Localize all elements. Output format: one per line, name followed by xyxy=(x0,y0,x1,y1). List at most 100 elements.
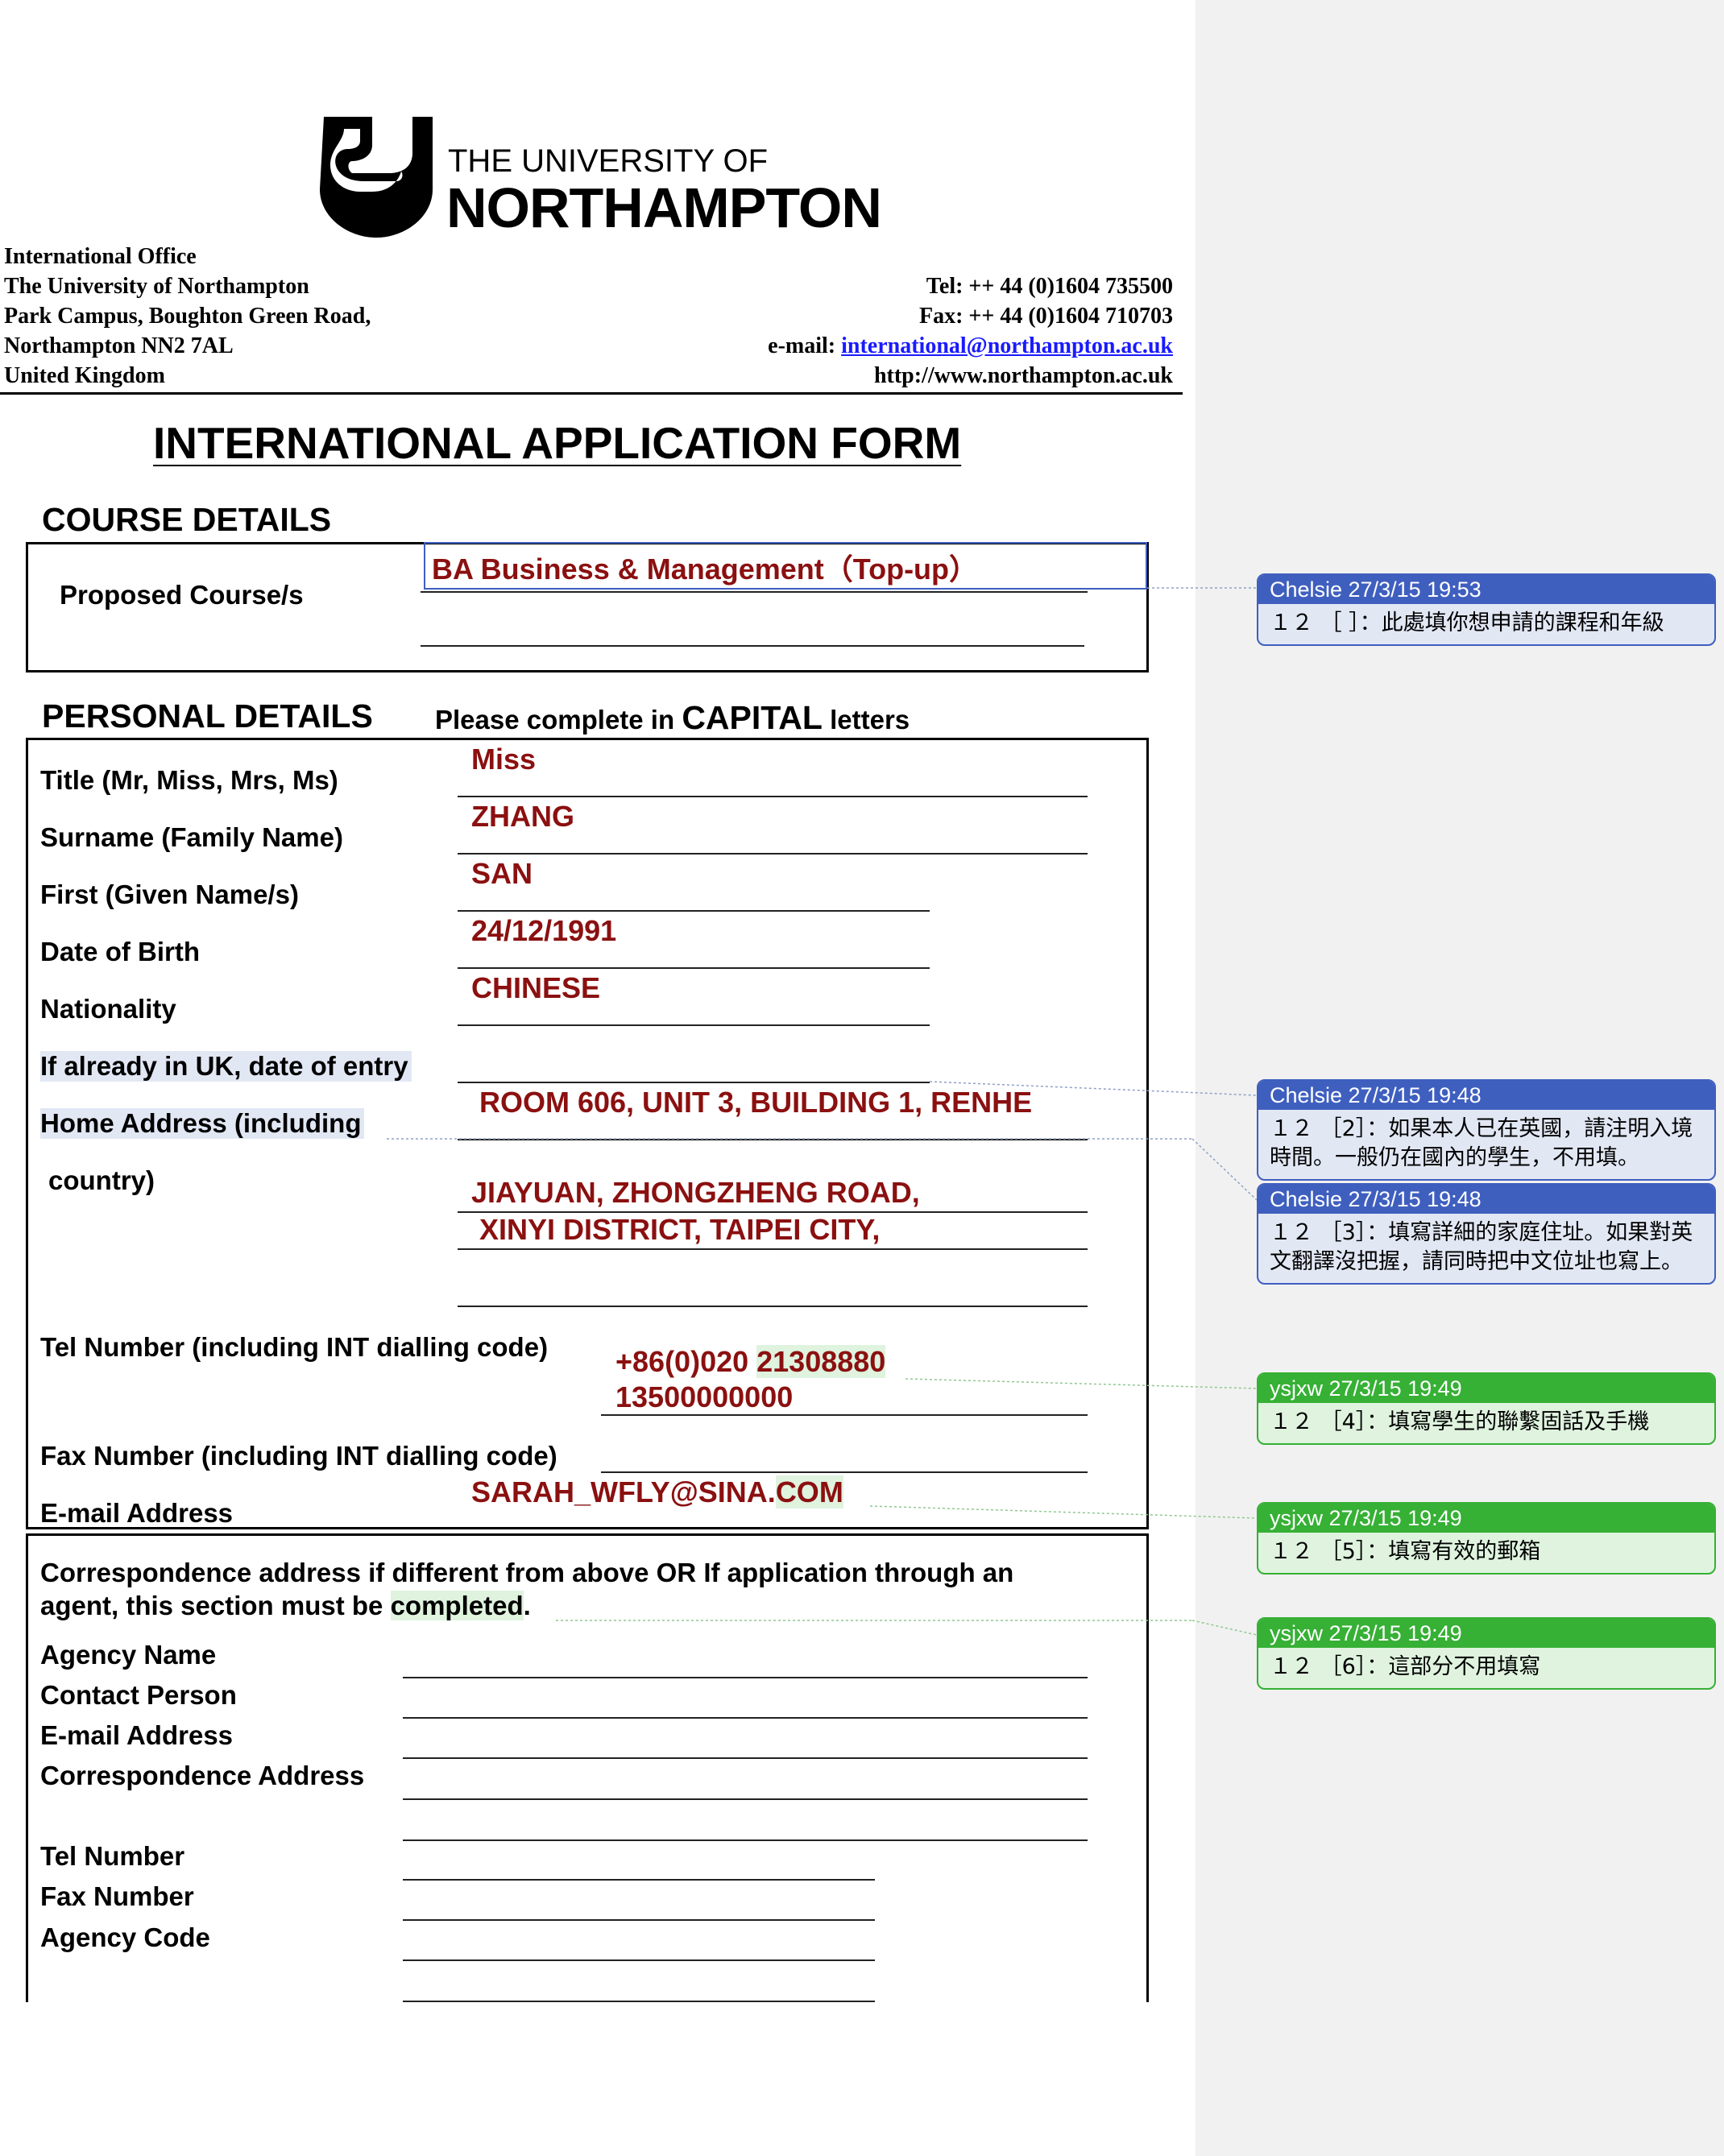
address-line: The University of Northampton xyxy=(4,274,309,299)
comment-text: １２ ［6］：這部分不用填寫 xyxy=(1270,1654,1541,1679)
connector-6b xyxy=(1191,1620,1258,1636)
uk-entry-line[interactable] xyxy=(458,1082,930,1083)
fax-line[interactable] xyxy=(601,1471,1088,1473)
contact-block: Tel: ++ 44 (0)1604 735500 Fax: ++ 44 (0)… xyxy=(768,271,1173,391)
comment-text: １２ ［ ］：此處填你想申請的課程和年級 xyxy=(1270,610,1664,635)
home-address-line-4[interactable] xyxy=(458,1306,1088,1307)
tel-value-2[interactable]: 13500000000 xyxy=(615,1380,794,1413)
correspondence-address-line-2[interactable] xyxy=(403,1839,1088,1841)
correspondence-right-border xyxy=(1146,1535,1149,2002)
first-name-label: First (Given Name/s) xyxy=(40,879,299,909)
agency-code-line[interactable] xyxy=(403,1959,875,1961)
surname-label: Surname (Family Name) xyxy=(40,822,343,852)
tel-text: Tel: ++ 44 (0)1604 735500 xyxy=(926,274,1173,299)
comment-author: Chelsie 27/3/15 19:53 xyxy=(1258,575,1714,604)
first-name-value[interactable]: SAN xyxy=(471,857,533,890)
comment-author: ysjxw 27/3/15 19:49 xyxy=(1258,1504,1714,1533)
email-value-main: SARAH_WFLY@SINA. xyxy=(471,1475,776,1508)
comment-text: １２ ［4］：填寫學生的聯繫固話及手機 xyxy=(1270,1409,1650,1434)
comment-3[interactable]: Chelsie 27/3/15 19:48 １２ ［3］：填寫詳細的家庭住址。如… xyxy=(1257,1183,1716,1285)
agency-tel-label: Tel Number xyxy=(40,1841,185,1871)
personal-box xyxy=(26,738,1149,1529)
correspondence-address-line-1[interactable] xyxy=(403,1798,1088,1800)
dob-value[interactable]: 24/12/1991 xyxy=(471,914,617,947)
email-value-tld: COM xyxy=(775,1475,843,1508)
header-divider xyxy=(0,392,1183,395)
agency-fax-label: Fax Number xyxy=(40,1881,194,1911)
tel-line xyxy=(601,1414,1088,1416)
agency-email-label: E-mail Address xyxy=(40,1720,234,1750)
comment-text: １２ ［2］：如果本人已在英國，請注明入境時間。一般仍在國內的學生，不用填。 xyxy=(1270,1116,1693,1170)
tel-label: Tel Number (including INT dialling code) xyxy=(40,1332,549,1362)
agency-tel-line[interactable] xyxy=(403,1879,875,1881)
uk-entry-label: If already in UK, date of entry xyxy=(40,1051,412,1082)
comment-2[interactable]: Chelsie 27/3/15 19:48 １２ ［2］：如果本人已在英國，請注… xyxy=(1257,1079,1716,1181)
capital-letters-note: Please complete in CAPITAL letters xyxy=(435,699,910,737)
comment-author: Chelsie 27/3/15 19:48 xyxy=(1258,1081,1714,1110)
comment-author: ysjxw 27/3/15 19:49 xyxy=(1258,1374,1714,1403)
email-line: e-mail: international@northampton.ac.uk xyxy=(768,331,1173,361)
tel-value-number: 21308880 xyxy=(756,1345,886,1378)
email-value[interactable]: SARAH_WFLY@SINA.COM xyxy=(471,1475,843,1509)
correspondence-address-label: Correspondence Address xyxy=(40,1761,365,1790)
agency-email-line[interactable] xyxy=(403,1757,1088,1759)
address-block: International Office The University of N… xyxy=(4,242,371,391)
fax-label: Fax Number (including INT dialling code) xyxy=(40,1441,557,1471)
intro-completed: completed xyxy=(390,1591,524,1620)
logo-text-line2: NORTHAMPTON xyxy=(446,176,882,239)
university-logo-icon xyxy=(320,117,433,238)
comment-author: ysjxw 27/3/15 19:49 xyxy=(1258,1619,1714,1648)
comment-margin xyxy=(1196,0,1724,2156)
home-address-value-1[interactable]: ROOM 606, UNIT 3, BUILDING 1, RENHE xyxy=(479,1086,1033,1119)
comment-1[interactable]: Chelsie 27/3/15 19:53 １２ ［ ］：此處填你想申請的課程和… xyxy=(1257,573,1716,646)
nationality-value[interactable]: CHINESE xyxy=(471,971,601,1004)
title-line xyxy=(458,796,1088,797)
connector-4 xyxy=(905,1378,1258,1389)
correspondence-left-border xyxy=(26,1535,28,2002)
agency-fax-line[interactable] xyxy=(403,1919,875,1921)
correspondence-intro-2: agent, this section must be completed. xyxy=(40,1591,531,1621)
surname-line xyxy=(458,853,1088,855)
website-text: http://www.northampton.ac.uk xyxy=(873,363,1173,388)
connector-3b xyxy=(1191,1138,1258,1201)
note-prefix: Please complete in xyxy=(435,705,682,735)
title-value[interactable]: Miss xyxy=(471,743,537,776)
home-address-value-3[interactable]: XINYI DISTRICT, TAIPEI CITY, xyxy=(479,1213,881,1246)
comment-4[interactable]: ysjxw 27/3/15 19:49 １２ ［4］：填寫學生的聯繫固話及手機 xyxy=(1257,1372,1716,1445)
correspondence-intro-1: Correspondence address if different from… xyxy=(40,1558,1014,1587)
agency-name-label: Agency Name xyxy=(40,1640,217,1670)
home-address-label-2: country) xyxy=(48,1165,155,1195)
home-address-label-1: Home Address (including xyxy=(40,1108,365,1139)
form-title: INTERNATIONAL APPLICATION FORM xyxy=(153,418,962,468)
first-name-line xyxy=(458,910,930,912)
agency-extra-line[interactable] xyxy=(403,2001,875,2002)
address-line: United Kingdom xyxy=(4,363,165,388)
home-address-value-2[interactable]: JIAYUAN, ZHONGZHENG ROAD, xyxy=(471,1176,920,1209)
comment-text: １２ ［3］：填寫詳細的家庭住址。如果對英文翻譯沒把握，請同時把中文位址也寫上。 xyxy=(1270,1220,1693,1274)
connector-2 xyxy=(929,1081,1258,1096)
fax-text: Fax: ++ 44 (0)1604 710703 xyxy=(919,304,1173,329)
surname-value[interactable]: ZHANG xyxy=(471,800,574,833)
nationality-label: Nationality xyxy=(40,994,176,1024)
comment-text: １２ ［5］：填寫有效的郵箱 xyxy=(1270,1539,1541,1564)
logo-text-line1: THE UNIVERSITY OF xyxy=(448,143,769,179)
email-link[interactable]: international@northampton.ac.uk xyxy=(841,333,1173,358)
dob-label: Date of Birth xyxy=(40,937,200,966)
address-line: Park Campus, Boughton Green Road, xyxy=(4,304,371,329)
tel-value-prefix: +86(0)020 xyxy=(615,1345,757,1378)
course-value[interactable]: BA Business & Management（Top-up） xyxy=(432,552,979,586)
tel-value-1[interactable]: +86(0)020 21308880 xyxy=(615,1345,886,1379)
note-caps: CAPITAL xyxy=(682,699,823,736)
title-label: Title (Mr, Miss, Mrs, Ms) xyxy=(40,765,338,795)
course-line-1 xyxy=(421,591,1088,593)
comment-6[interactable]: ysjxw 27/3/15 19:49 １２ ［6］：這部分不用填寫 xyxy=(1257,1617,1716,1690)
agency-name-line[interactable] xyxy=(403,1677,1088,1678)
address-line: International Office xyxy=(4,244,197,269)
course-line-2[interactable] xyxy=(421,645,1084,647)
home-address-line-3 xyxy=(458,1248,1088,1250)
comment-5[interactable]: ysjxw 27/3/15 19:49 １２ ［5］：填寫有效的郵箱 xyxy=(1257,1502,1716,1575)
contact-person-label: Contact Person xyxy=(40,1680,237,1710)
email-label: e-mail: xyxy=(768,333,842,358)
contact-person-line[interactable] xyxy=(403,1717,1088,1719)
